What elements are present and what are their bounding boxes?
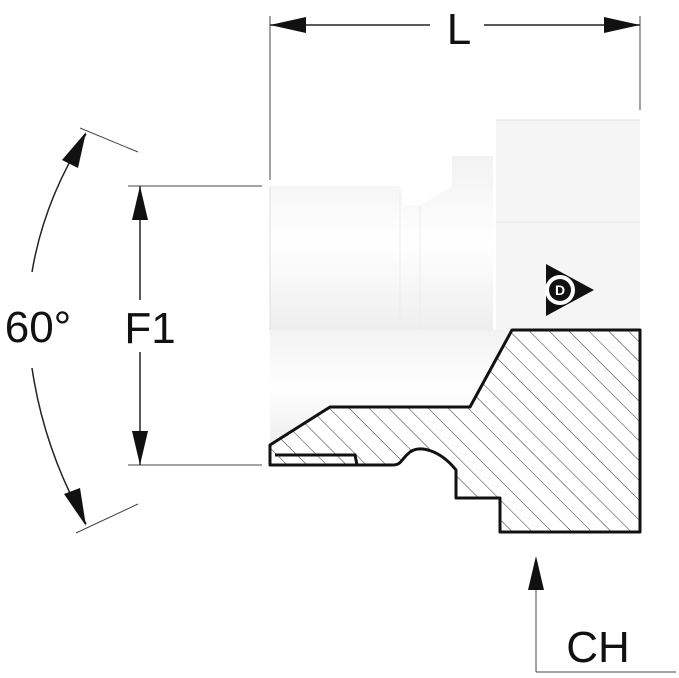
thread-arrow-bottom — [132, 431, 148, 465]
angle-label: 60° — [5, 303, 72, 352]
hex-arrow — [528, 556, 544, 590]
length-arrow-left — [270, 17, 306, 33]
dimension-hex: CH — [528, 556, 676, 673]
brand-logo: D — [545, 264, 594, 316]
thread-arrow-top — [132, 186, 148, 220]
brand-logo-letter: D — [555, 282, 565, 298]
cone-seat — [275, 453, 359, 466]
hex-body — [496, 120, 640, 330]
fitting-section — [268, 328, 642, 534]
length-label: L — [447, 5, 471, 54]
spigot-section — [270, 156, 493, 330]
angle-extension-bottom — [75, 503, 139, 534]
thread-label: F1 — [124, 304, 175, 353]
dimension-angle: 60° — [5, 127, 139, 534]
dimension-length: L — [269, 5, 641, 180]
length-arrow-right — [604, 17, 640, 33]
section-hatch — [268, 328, 642, 534]
angle-extension-top — [79, 127, 139, 153]
angle-arrow-top — [62, 132, 86, 168]
hex-label: CH — [566, 623, 630, 672]
angle-arrow-bottom — [64, 488, 86, 526]
brand-logo-inner — [549, 279, 571, 301]
fitting-exterior — [269, 119, 640, 445]
spigot-lower-exterior — [270, 330, 510, 445]
dimension-thread: F1 — [124, 185, 262, 466]
